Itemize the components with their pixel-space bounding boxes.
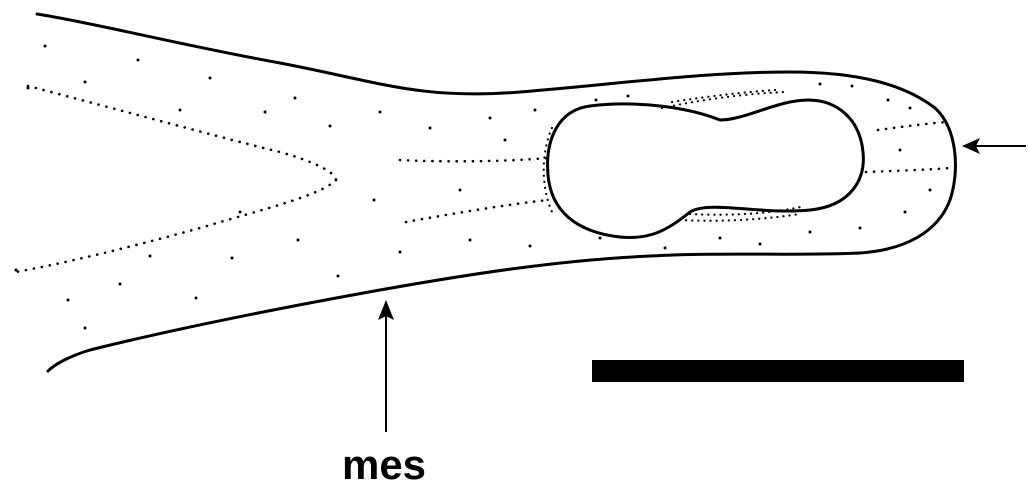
ridge-line-right-lower <box>866 168 950 172</box>
label-mes: mes <box>342 441 426 487</box>
ridge-line-upper <box>400 158 548 161</box>
bone-outline <box>37 14 955 371</box>
ridge-line-right-upper <box>878 122 948 130</box>
scale-bar <box>592 360 964 382</box>
suture-lower <box>16 180 336 272</box>
texture-dots <box>15 45 932 330</box>
foramen-stipple-top-2 <box>672 90 775 102</box>
mes-arrow-icon <box>378 300 394 432</box>
right-arrow-icon <box>962 138 1026 154</box>
foramen-stipple-top-1 <box>662 92 785 108</box>
foramen-outline <box>548 100 864 238</box>
suture-upper <box>28 86 336 180</box>
ridge-line-lower <box>406 200 548 222</box>
foramen-stipple-bottom-1 <box>680 214 800 221</box>
